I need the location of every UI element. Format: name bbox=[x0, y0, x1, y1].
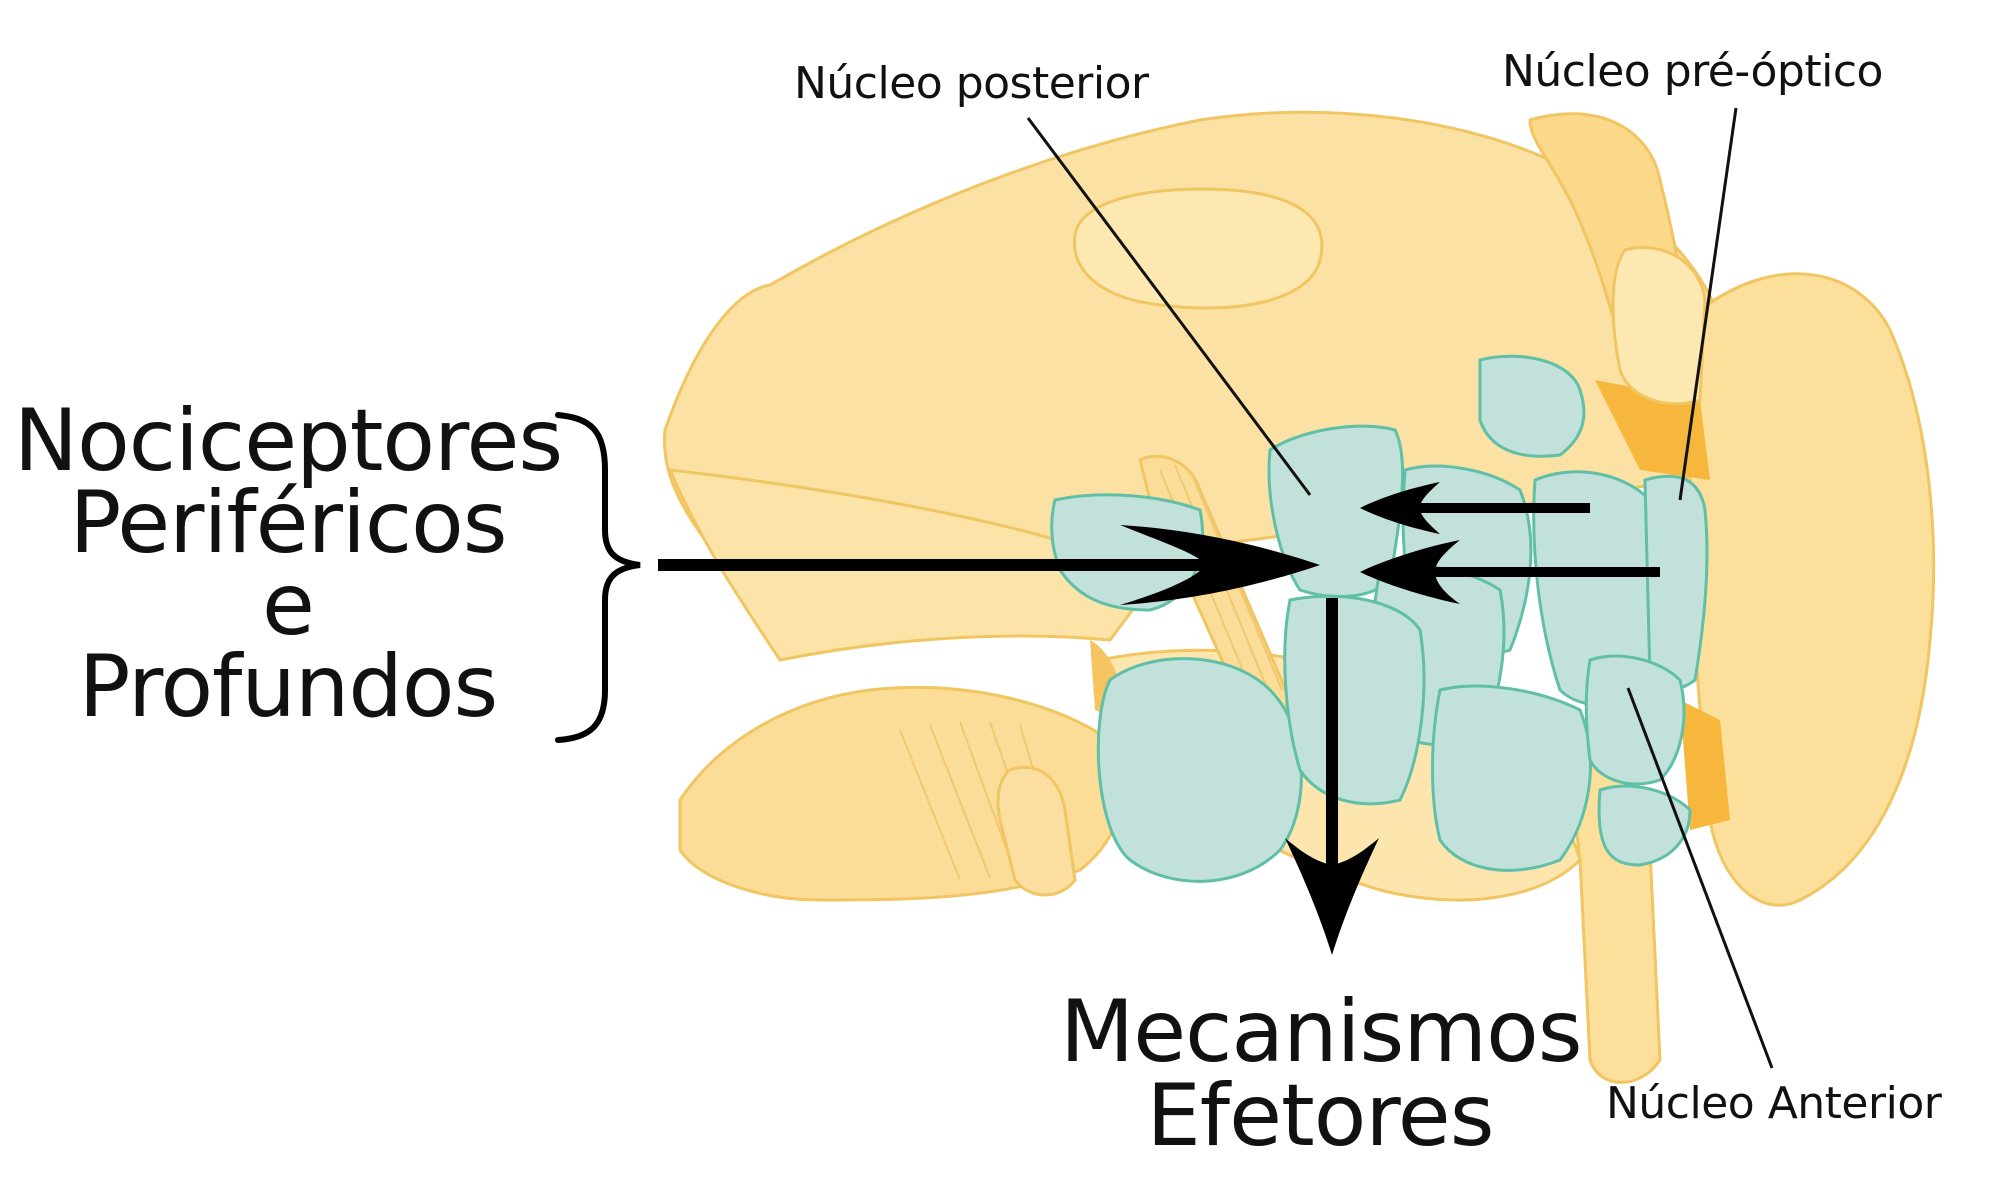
supraoptic-nucleus bbox=[1584, 654, 1686, 786]
nociceptor-arrowhead bbox=[1120, 525, 1320, 605]
preoptic-nucleus bbox=[1643, 474, 1709, 691]
label-nucleo-posterior: Núcleo posterior bbox=[794, 58, 1149, 109]
optic-chiasm bbox=[1611, 245, 1707, 406]
suprachiasmatic-nucleus bbox=[1597, 784, 1692, 867]
label-nucleo-anterior: Núcleo Anterior bbox=[1606, 1078, 1942, 1129]
label-nociceptores-line-2: Periféricos bbox=[69, 473, 507, 573]
pointer-line-anterior bbox=[1626, 687, 1774, 1069]
orange-accent-2 bbox=[1680, 700, 1730, 830]
thalamus-oval bbox=[1072, 187, 1324, 310]
label-mecanismos-line-1: Mecanismos bbox=[1060, 982, 1583, 1082]
effector-arrowhead bbox=[1285, 838, 1379, 955]
pointer-line-posterior bbox=[1026, 117, 1312, 496]
brainstem bbox=[996, 765, 1077, 897]
pointer-line-preoptico bbox=[1678, 107, 1738, 501]
paraventricular-nucleus bbox=[1478, 354, 1586, 458]
tuberal-region bbox=[1283, 594, 1426, 806]
arcuate-nucleus bbox=[1431, 684, 1592, 872]
label-mecanismos-efetores: Mecanismos Efetores bbox=[1060, 982, 1583, 1166]
curly-brace bbox=[555, 412, 641, 743]
label-nociceptores-line-1: Nociceptores bbox=[13, 391, 563, 491]
cerebellum-folia bbox=[899, 721, 1061, 881]
label-nucleo-preoptico: Núcleo pré-óptico bbox=[1502, 46, 1883, 97]
preoptic-arrowhead-upper bbox=[1360, 482, 1440, 534]
preoptic-arrowhead-lower bbox=[1360, 540, 1460, 604]
mammillary-body bbox=[1096, 657, 1303, 883]
label-nociceptores: Nociceptores Periféricos e Profundos bbox=[8, 391, 568, 737]
hypothalamic-nuclei bbox=[1050, 354, 1709, 883]
pointer-lines bbox=[1026, 107, 1774, 1069]
label-nociceptores-line-3: e bbox=[262, 555, 315, 655]
signal-arrows bbox=[658, 482, 1660, 955]
label-nociceptores-line-4: Profundos bbox=[78, 637, 499, 737]
label-mecanismos-line-2: Efetores bbox=[1146, 1066, 1494, 1166]
